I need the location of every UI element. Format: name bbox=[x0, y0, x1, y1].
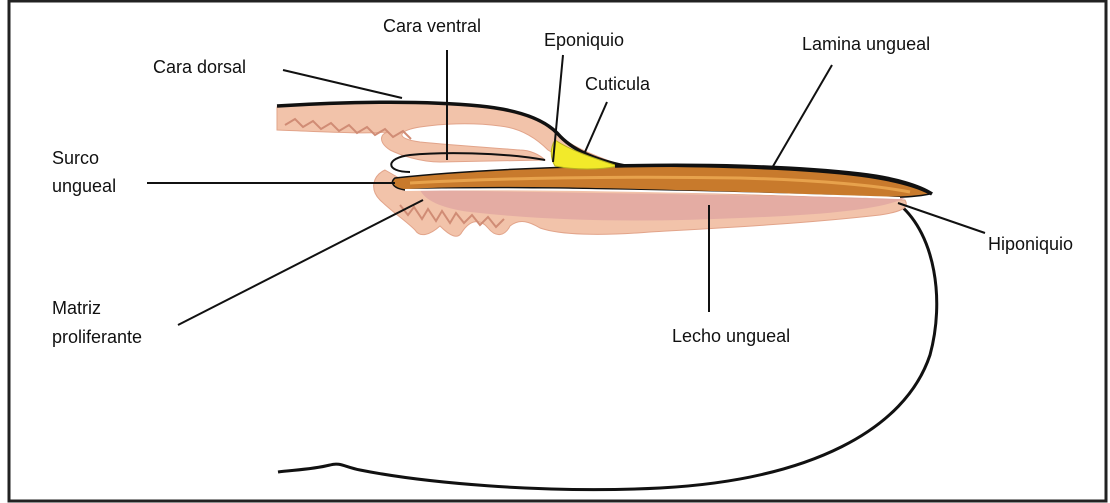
label-surco-line2: ungueal bbox=[52, 176, 116, 196]
label-cara-dorsal: Cara dorsal bbox=[153, 57, 246, 77]
label-cara-ventral: Cara ventral bbox=[383, 16, 481, 36]
label-hiponiquio: Hiponiquio bbox=[988, 234, 1073, 254]
label-lecho-ungueal: Lecho ungueal bbox=[672, 326, 790, 346]
label-matriz-line1: Matriz bbox=[52, 298, 101, 318]
label-surco-line1: Surco bbox=[52, 148, 99, 168]
label-lamina-ungueal: Lamina ungueal bbox=[802, 34, 930, 54]
label-cuticula: Cuticula bbox=[585, 74, 651, 94]
label-eponiquio: Eponiquio bbox=[544, 30, 624, 50]
label-matriz-line2: proliferante bbox=[52, 327, 142, 347]
